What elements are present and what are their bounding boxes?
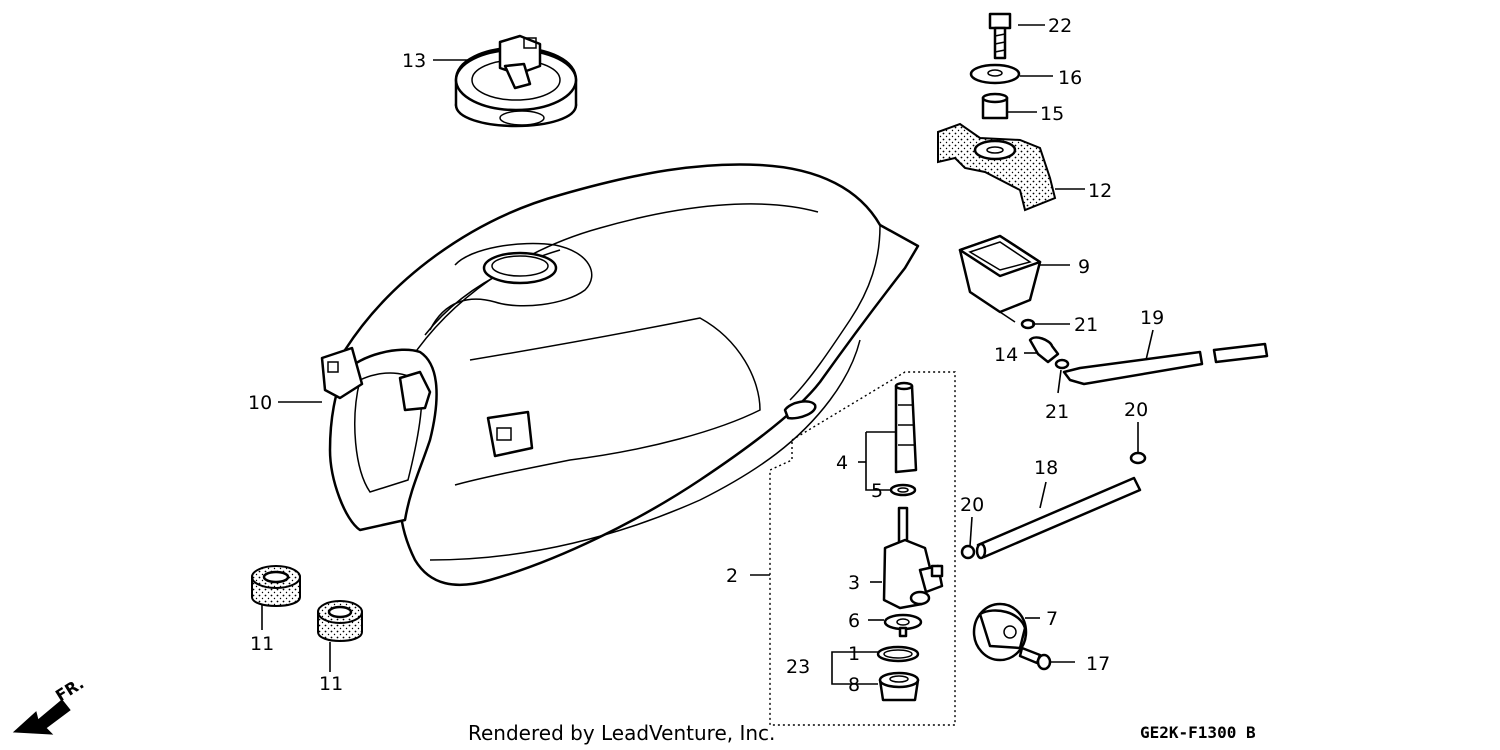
callout-9: 9 — [1078, 256, 1090, 278]
callout-14: 14 — [994, 344, 1018, 366]
hose-joint — [1028, 336, 1060, 364]
sediment-cup — [878, 671, 920, 702]
callout-17: 17 — [1086, 653, 1110, 675]
collar — [981, 92, 1009, 120]
fuel-hose — [975, 476, 1142, 560]
callout-13: 13 — [402, 50, 426, 72]
callout-21: 21 — [1074, 314, 1098, 336]
fuel-cock-dashed-box — [769, 371, 956, 726]
callout-8: 8 — [848, 674, 860, 696]
callout-20: 20 — [1124, 399, 1148, 421]
washer — [969, 63, 1021, 85]
packing — [883, 613, 923, 638]
fuel-cap — [454, 34, 578, 128]
render-credit: Rendered by LeadVenture, Inc. — [468, 721, 775, 745]
rubber-cushion — [317, 600, 363, 642]
callout-labels: 13 22 16 15 12 9 21 19 14 21 20 18 20 10… — [248, 15, 1164, 696]
screw — [1018, 646, 1052, 671]
rear-rubber-mount — [937, 122, 1057, 212]
rubber-cushion — [251, 565, 301, 607]
mount-bolt — [988, 12, 1012, 60]
callout-7: 7 — [1046, 608, 1058, 630]
fuel-strainer-screen — [894, 381, 918, 474]
leader-lines — [261, 24, 1154, 685]
callout-3: 3 — [848, 572, 860, 594]
callout-2: 2 — [726, 565, 738, 587]
o-ring — [876, 645, 920, 663]
callout-22: 22 — [1048, 15, 1072, 37]
callout-6: 6 — [848, 610, 860, 632]
hose-clip — [1129, 451, 1147, 465]
callout-18: 18 — [1034, 457, 1058, 479]
diagram-code: GE2K-F1300 B — [1140, 723, 1256, 742]
callout-23: 23 — [786, 656, 810, 678]
callout-5: 5 — [871, 480, 883, 502]
callout-20: 20 — [960, 494, 984, 516]
hose-clip — [960, 544, 976, 560]
breather-tube — [1062, 342, 1269, 386]
fuel-cock — [882, 506, 944, 610]
tube-clip — [1054, 358, 1070, 370]
front-direction-arrow: FR. — [12, 674, 87, 735]
callout-11: 11 — [250, 633, 274, 655]
callout-4: 4 — [836, 452, 848, 474]
cover — [972, 602, 1028, 662]
callout-1: 1 — [848, 643, 860, 665]
fuel-tank — [320, 163, 920, 587]
direction-label: FR. — [52, 674, 87, 706]
callout-11: 11 — [319, 673, 343, 695]
fuel-strainer — [958, 234, 1042, 323]
callout-19: 19 — [1140, 307, 1164, 329]
callout-16: 16 — [1058, 67, 1082, 89]
o-ring — [889, 483, 917, 497]
callout-12: 12 — [1088, 180, 1112, 202]
callout-21: 21 — [1045, 401, 1069, 423]
callout-10: 10 — [248, 392, 272, 414]
callout-15: 15 — [1040, 103, 1064, 125]
